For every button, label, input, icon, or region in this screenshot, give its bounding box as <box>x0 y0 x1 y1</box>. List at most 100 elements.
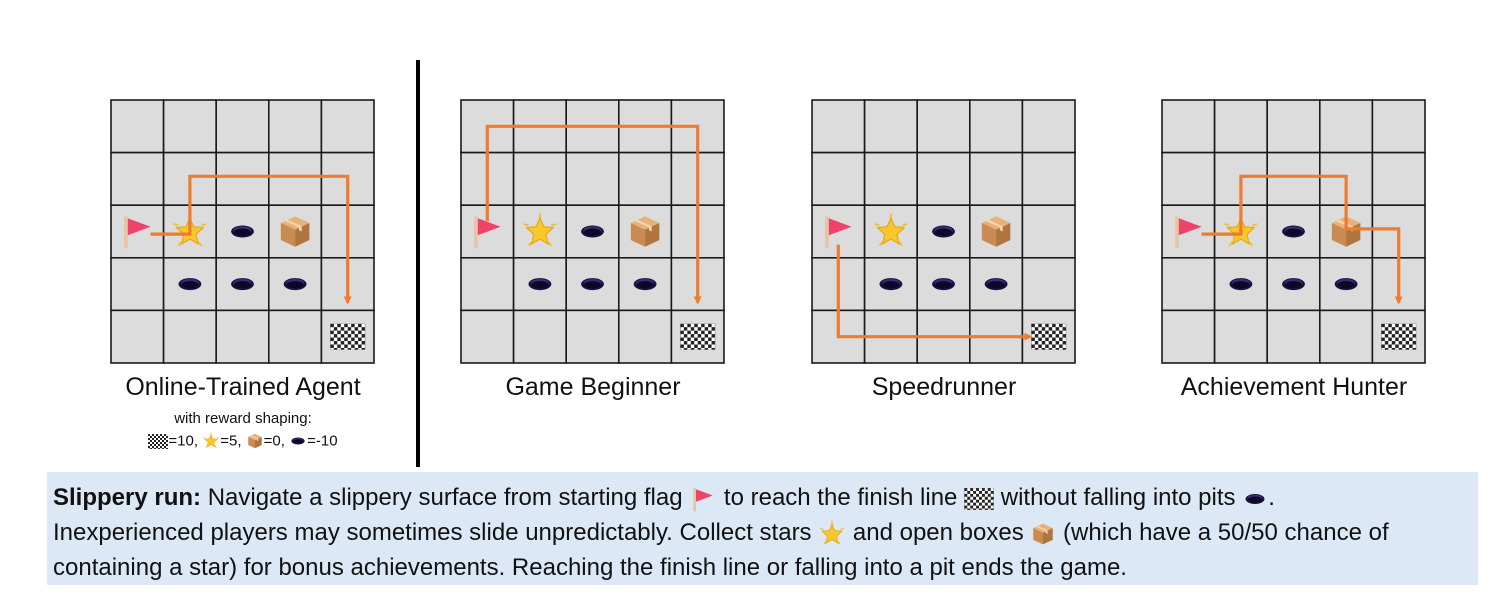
grid-cell <box>1021 151 1076 206</box>
finish-flag-icon <box>964 488 994 510</box>
grid-cell <box>916 151 971 206</box>
grid-cell <box>110 257 165 312</box>
grid-cell <box>1161 99 1216 154</box>
agent-path-arrow <box>485 124 702 305</box>
pit-icon <box>1282 225 1305 238</box>
grid-board <box>460 99 725 364</box>
grid-cell <box>916 99 971 154</box>
grid-cell <box>565 151 620 206</box>
pit-icon <box>1242 489 1268 509</box>
grid-cell <box>460 309 515 364</box>
grid-board <box>1161 99 1426 364</box>
pit-icon <box>879 278 903 291</box>
pit-icon <box>283 278 307 291</box>
grid-cell <box>268 309 323 364</box>
grid-board <box>811 99 1076 364</box>
pit-icon <box>581 225 604 238</box>
grid-cell <box>969 99 1024 154</box>
finish-flag-icon <box>1381 323 1417 350</box>
reward-finish: =10, <box>168 432 199 450</box>
box-icon <box>246 432 264 450</box>
game-description: Slippery run: Navigate a slippery surfac… <box>47 472 1478 585</box>
panel-title: Game Beginner <box>505 373 681 401</box>
pit-icon <box>1229 278 1253 291</box>
description-text: and open boxes <box>846 519 1031 546</box>
grid-cell <box>162 99 217 154</box>
grid-cell <box>110 99 165 154</box>
grid-board <box>110 99 375 364</box>
grid-cell <box>215 309 270 364</box>
reward-star: =5, <box>220 432 242 450</box>
panel-title: Speedrunner <box>871 373 1017 401</box>
reward-box: =0, <box>263 432 285 450</box>
grid-cell <box>1213 99 1268 154</box>
description-text: Inexperienced players may sometimes slid… <box>53 519 819 546</box>
pit-icon <box>1334 278 1358 291</box>
finish-flag-icon <box>330 323 366 350</box>
grid-cell <box>1161 151 1216 206</box>
grid-cell <box>863 99 918 154</box>
grid-cell <box>215 151 270 206</box>
grid-cell <box>811 99 866 154</box>
pit-icon <box>932 225 955 238</box>
panel-title: Achievement Hunter <box>1180 373 1408 401</box>
description-text: to reach the finish line <box>717 484 965 511</box>
grid-cell <box>215 99 270 154</box>
pit-icon <box>984 278 1008 291</box>
grid-cell <box>1021 204 1076 259</box>
grid-cell <box>618 309 673 364</box>
star-icon <box>818 520 846 548</box>
reward-pit: =-10 <box>307 432 338 450</box>
grid-cell <box>863 151 918 206</box>
finish-flag-icon <box>1031 323 1067 350</box>
grid-cell <box>320 99 375 154</box>
grid-cell <box>1161 309 1216 364</box>
grid-cell <box>618 257 673 312</box>
grid-cell <box>268 151 323 206</box>
box-icon <box>1030 521 1056 547</box>
divider <box>416 60 420 467</box>
agent-path-arrow <box>150 174 352 305</box>
reward-shaping-label: with reward shaping: <box>174 410 312 427</box>
grid-cell <box>1266 309 1321 364</box>
grid-cell <box>1161 257 1216 312</box>
star-icon <box>202 432 220 450</box>
grid-cell <box>268 204 323 259</box>
grid-cell <box>969 151 1024 206</box>
grid-cell <box>1371 99 1426 154</box>
grid-cell <box>110 151 165 206</box>
description-title: Slippery run: <box>53 484 202 511</box>
grid-cell <box>1213 309 1268 364</box>
grid-cell <box>618 204 673 259</box>
grid-cell <box>110 309 165 364</box>
grid-cell <box>512 151 567 206</box>
reward-legend: =10, =5, =0, =-10 <box>71 432 415 450</box>
pit-icon <box>633 278 657 291</box>
grid-cell <box>1213 257 1268 312</box>
grid-cell <box>512 309 567 364</box>
pit-icon <box>178 278 202 291</box>
panel-title: Online-Trained Agent <box>125 373 361 401</box>
pit-icon <box>932 278 955 291</box>
description-text: without falling into pits <box>994 484 1243 511</box>
grid-cell <box>1266 151 1321 206</box>
agent-path-arrow <box>836 244 1033 341</box>
pit-icon <box>289 434 307 448</box>
pit-icon <box>1282 278 1305 291</box>
finish-flag-icon <box>148 434 168 449</box>
grid-cell <box>618 151 673 206</box>
finish-flag-icon <box>680 323 716 350</box>
description-text: Navigate a slippery surface from startin… <box>201 484 690 511</box>
grid-cell <box>1319 99 1374 154</box>
grid-cell <box>565 309 620 364</box>
pit-icon <box>581 278 604 291</box>
pit-icon <box>231 278 254 291</box>
grid-cell <box>460 257 515 312</box>
flag-icon <box>689 485 717 513</box>
grid-cell <box>1319 309 1374 364</box>
grid-cell <box>811 151 866 206</box>
description-text: (which have a 50/50 chance of containing… <box>53 519 1389 581</box>
grid-cell <box>1266 99 1321 154</box>
grid-cell <box>162 309 217 364</box>
pit-icon <box>528 278 552 291</box>
